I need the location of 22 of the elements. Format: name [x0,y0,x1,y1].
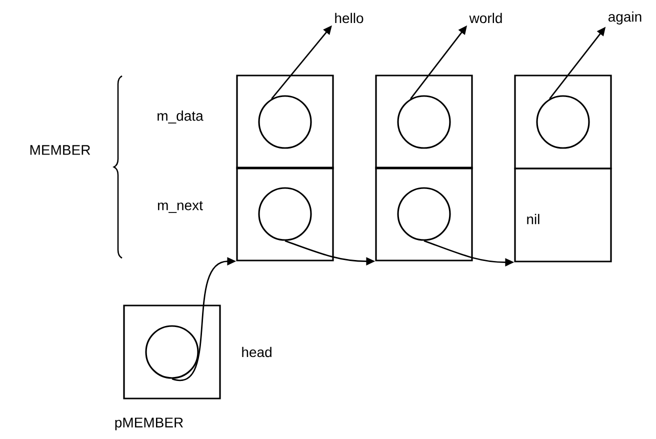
cell-text: nil [527,214,540,224]
circle [145,325,199,379]
circle [258,187,312,241]
pointer-target-text: again [608,11,642,25]
struct-name: MEMBER [30,145,90,155]
box [375,166,473,262]
box [514,74,612,170]
circle [397,187,451,241]
cell-box [514,168,612,262]
field-name: m_next [158,201,203,213]
box [375,74,473,170]
box [123,304,221,400]
box [236,74,334,170]
pointer-target-text: world [469,12,502,24]
circle [397,95,451,149]
box [236,166,334,262]
variable-label: pMEMBER [115,418,183,430]
variable-label: head [242,346,272,358]
pointer-target-text: hello [335,12,364,24]
circle [536,95,590,149]
field-name: m_data [158,110,204,124]
circle [258,95,312,149]
